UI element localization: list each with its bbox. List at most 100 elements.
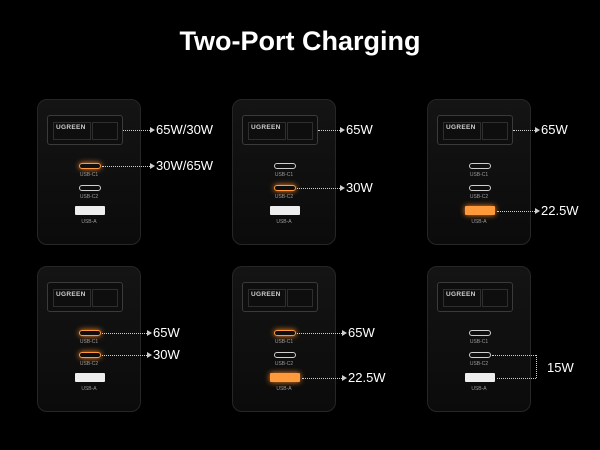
leader-line — [302, 378, 342, 379]
power-label-c2: 30W — [153, 347, 180, 362]
usb-c2-label: USB-C2 — [79, 194, 99, 200]
usb-c2-port — [469, 352, 491, 358]
charger-config-6: UGREEN USB-C1 USB-C2 USB-A — [427, 266, 531, 412]
arrow-icon — [150, 127, 155, 133]
usb-a-port — [75, 206, 105, 215]
usb-c1-label: USB-C1 — [274, 339, 294, 345]
power-label-c1: 65W — [348, 325, 375, 340]
power-label-a: 22.5W — [348, 370, 386, 385]
plug-prong — [53, 289, 91, 307]
usb-a-port — [270, 373, 300, 382]
arrow-icon — [342, 330, 347, 336]
usb-c2-port — [274, 185, 296, 191]
leader-line — [497, 211, 535, 212]
plug-prong — [53, 122, 91, 140]
usb-a-label: USB-A — [471, 219, 487, 225]
leader-bracket — [536, 355, 537, 378]
usb-c1-port — [79, 163, 101, 169]
wall-plug: UGREEN — [437, 282, 513, 312]
charger-config-3: UGREEN USB-C1 USB-C2 USB-A — [427, 99, 531, 245]
wall-plug: UGREEN — [242, 282, 318, 312]
usb-c2-label: USB-C2 — [274, 194, 294, 200]
plug-prong — [482, 289, 508, 307]
arrow-icon — [535, 127, 540, 133]
charger-config-2: UGREEN USB-C1 USB-C2 USB-A — [232, 99, 336, 245]
leader-line — [318, 130, 340, 131]
usb-c2-port — [274, 352, 296, 358]
usb-c1-label: USB-C1 — [79, 339, 99, 345]
usb-c1-label: USB-C1 — [469, 339, 489, 345]
brand-logo: UGREEN — [251, 291, 281, 298]
leader-line — [497, 378, 536, 379]
usb-a-label: USB-A — [471, 386, 487, 392]
leader-line — [492, 355, 536, 356]
usb-c1-label: USB-C1 — [79, 172, 99, 178]
usb-a-label: USB-A — [276, 386, 292, 392]
charger-config-1: UGREEN USB-C1 USB-C2 USB-A — [37, 99, 141, 245]
wall-plug: UGREEN — [242, 115, 318, 145]
brand-logo: UGREEN — [56, 291, 86, 298]
leader-line — [297, 188, 340, 189]
usb-c1-port — [79, 330, 101, 336]
leader-line — [102, 166, 150, 167]
usb-c2-port — [79, 185, 101, 191]
arrow-icon — [342, 375, 347, 381]
leader-line — [297, 333, 342, 334]
leader-line — [123, 130, 150, 131]
usb-a-port — [465, 206, 495, 215]
usb-c1-port — [469, 330, 491, 336]
power-label-c2-a: 15W — [547, 360, 574, 375]
usb-c1-label: USB-C1 — [274, 172, 294, 178]
usb-a-port — [465, 373, 495, 382]
usb-a-label: USB-A — [276, 219, 292, 225]
plug-prong — [248, 289, 286, 307]
power-label-c1: 65W — [153, 325, 180, 340]
arrow-icon — [340, 185, 345, 191]
usb-a-port — [75, 373, 105, 382]
wall-plug: UGREEN — [437, 115, 513, 145]
power-label-plug: 65W/30W — [156, 122, 214, 137]
usb-c1-port — [274, 330, 296, 336]
leader-line — [102, 355, 147, 356]
usb-c2-label: USB-C2 — [469, 361, 489, 367]
plug-prong — [287, 122, 313, 140]
brand-logo: UGREEN — [446, 124, 476, 131]
arrow-icon — [147, 352, 152, 358]
usb-a-label: USB-A — [81, 386, 97, 392]
leader-line — [102, 333, 147, 334]
power-label-c1: 30W/65W — [156, 158, 214, 173]
arrow-icon — [340, 127, 345, 133]
wall-plug: UGREEN — [47, 282, 123, 312]
usb-c2-label: USB-C2 — [469, 194, 489, 200]
wall-plug: UGREEN — [47, 115, 123, 145]
plug-prong — [443, 122, 481, 140]
usb-a-port — [270, 206, 300, 215]
brand-logo: UGREEN — [56, 124, 86, 131]
plug-prong — [92, 289, 118, 307]
usb-c2-label: USB-C2 — [274, 361, 294, 367]
arrow-icon — [535, 208, 540, 214]
usb-c1-label: USB-C1 — [469, 172, 489, 178]
plug-prong — [92, 122, 118, 140]
page-title: Two-Port Charging — [179, 26, 421, 56]
usb-c1-port — [469, 163, 491, 169]
plug-prong — [287, 289, 313, 307]
power-label-plug: 65W — [346, 122, 373, 137]
usb-c2-label: USB-C2 — [79, 361, 99, 367]
power-label-plug: 65W — [541, 122, 568, 137]
usb-c1-port — [274, 163, 296, 169]
leader-line — [513, 130, 535, 131]
plug-prong — [482, 122, 508, 140]
power-label-c2: 30W — [346, 180, 373, 195]
usb-c2-port — [469, 185, 491, 191]
brand-logo: UGREEN — [446, 291, 476, 298]
plug-prong — [248, 122, 286, 140]
arrow-icon — [150, 163, 155, 169]
charger-config-4: UGREEN USB-C1 USB-C2 USB-A — [37, 266, 141, 412]
usb-a-label: USB-A — [81, 219, 97, 225]
power-label-a: 22.5W — [541, 203, 579, 218]
plug-prong — [443, 289, 481, 307]
arrow-icon — [147, 330, 152, 336]
brand-logo: UGREEN — [251, 124, 281, 131]
charger-config-5: UGREEN USB-C1 USB-C2 USB-A — [232, 266, 336, 412]
